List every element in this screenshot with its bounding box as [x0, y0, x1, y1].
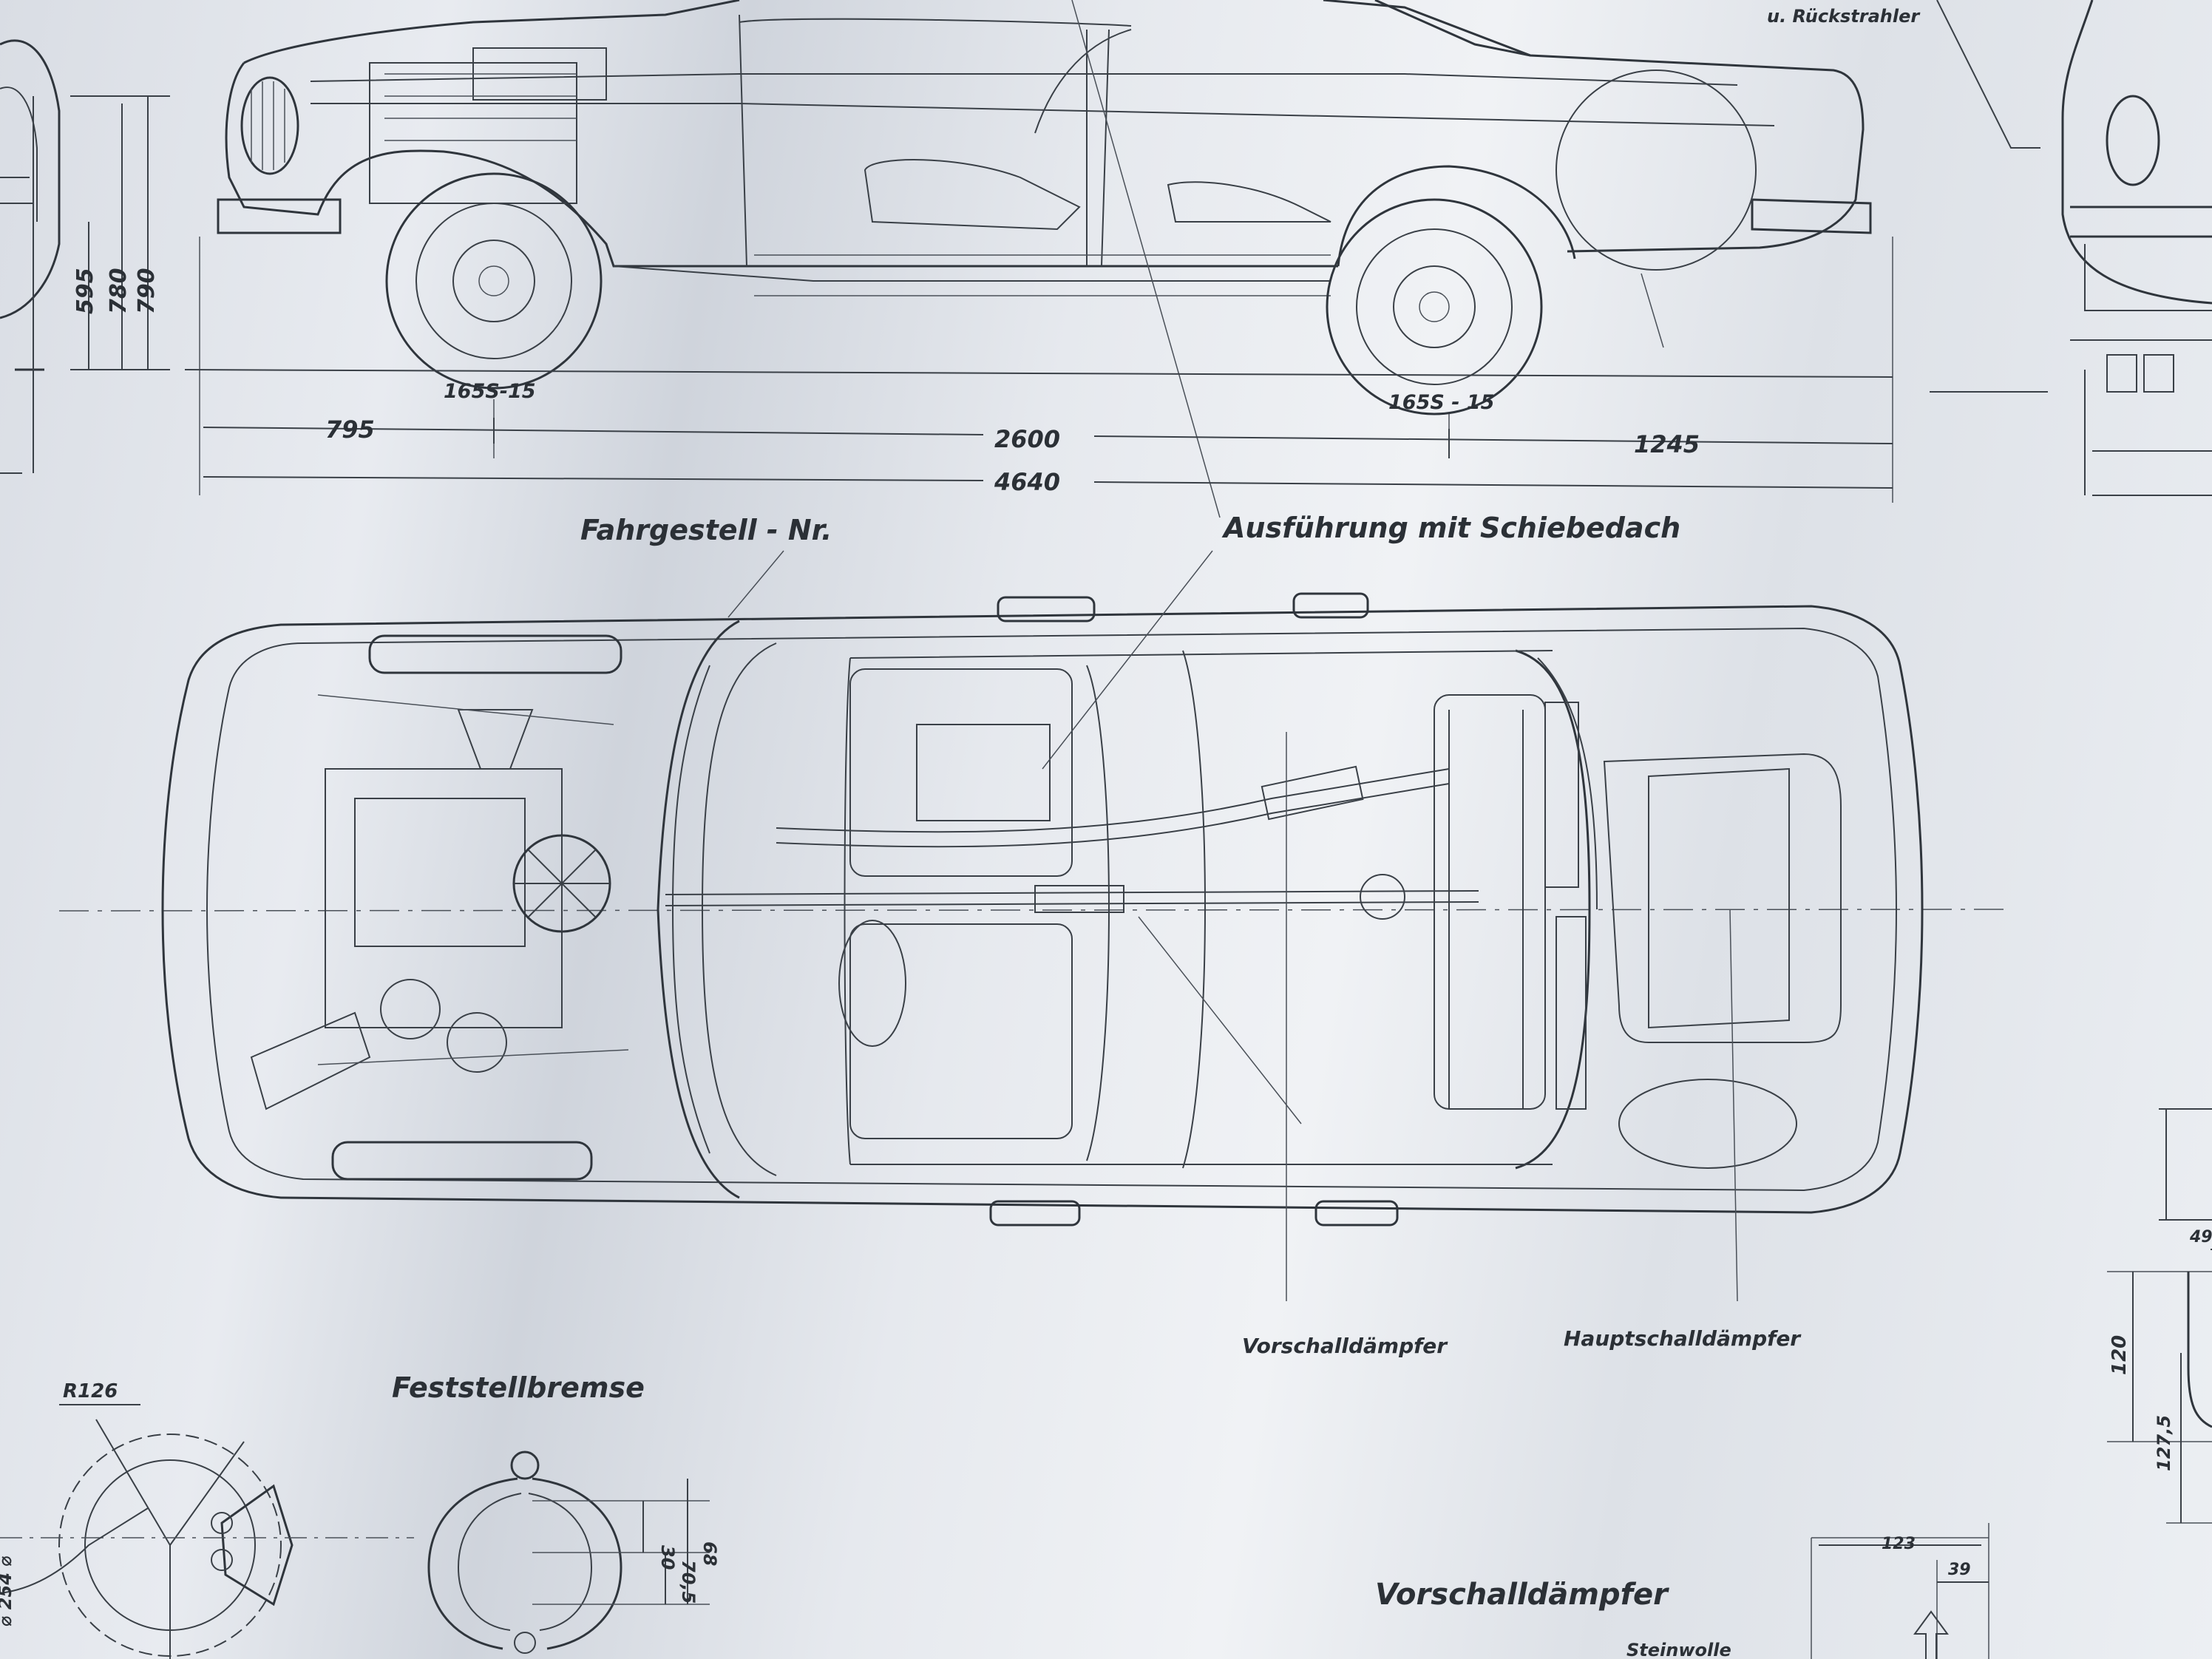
chassis-number-label: Fahrgestell - Nr.: [580, 514, 832, 546]
right-dim-127-5: 127,5: [2154, 1415, 2174, 1471]
height-dim-595: 595: [72, 268, 98, 314]
right-dim-49: 49: [2189, 1228, 2212, 1246]
dim-wheelbase: 2600: [994, 425, 1060, 453]
parking-brake-detail: [427, 1451, 710, 1654]
right-detail-partial: [2107, 1108, 2212, 1524]
drum-radius-label: R126: [63, 1380, 118, 1402]
height-dim-790: 790: [134, 268, 160, 314]
reflector-label: u. Rückstrahler: [1767, 6, 1921, 27]
front-view-partial: [0, 39, 170, 474]
tire-front-label: 165S-15: [444, 380, 536, 403]
muffler-detail: [1811, 1523, 1989, 1659]
right-dim-120: 120: [2108, 1335, 2131, 1375]
dim-front-overhang: 795: [325, 415, 375, 444]
brake-drum-detail: [0, 1404, 414, 1659]
top-view-car: [58, 550, 2012, 1302]
height-dim-780: 780: [106, 268, 132, 314]
drum-diameter-label: ⌀ 254 ⌀: [0, 1555, 16, 1626]
main-muffler-label: Hauptschalldämpfer: [1564, 1326, 1802, 1351]
parking-brake-title: Feststellbremse: [392, 1371, 645, 1404]
tire-rear-label: 165S - 15: [1388, 391, 1494, 414]
insulation-label: Steinwolle: [1626, 1640, 1731, 1659]
side-view-car: [184, 0, 1893, 518]
brake-dim-68: 68: [699, 1541, 720, 1566]
pre-muffler-title: Vorschalldämpfer: [1375, 1578, 1669, 1612]
dim-overall-length: 4640: [994, 468, 1060, 496]
dim-rear-overhang: 1245: [1634, 430, 1700, 458]
brake-dim-30: 30: [657, 1545, 678, 1570]
sunroof-label: Ausführung mit Schiebedach: [1221, 512, 1680, 544]
muffler-dim-39: 39: [1948, 1561, 1971, 1579]
rear-view-partial: [1930, 0, 2212, 496]
brake-dim-70-5: 70,5: [678, 1560, 699, 1604]
pre-muffler-label: Vorschalldämpfer: [1242, 1334, 1448, 1358]
muffler-dim-123: 123: [1882, 1535, 1916, 1553]
